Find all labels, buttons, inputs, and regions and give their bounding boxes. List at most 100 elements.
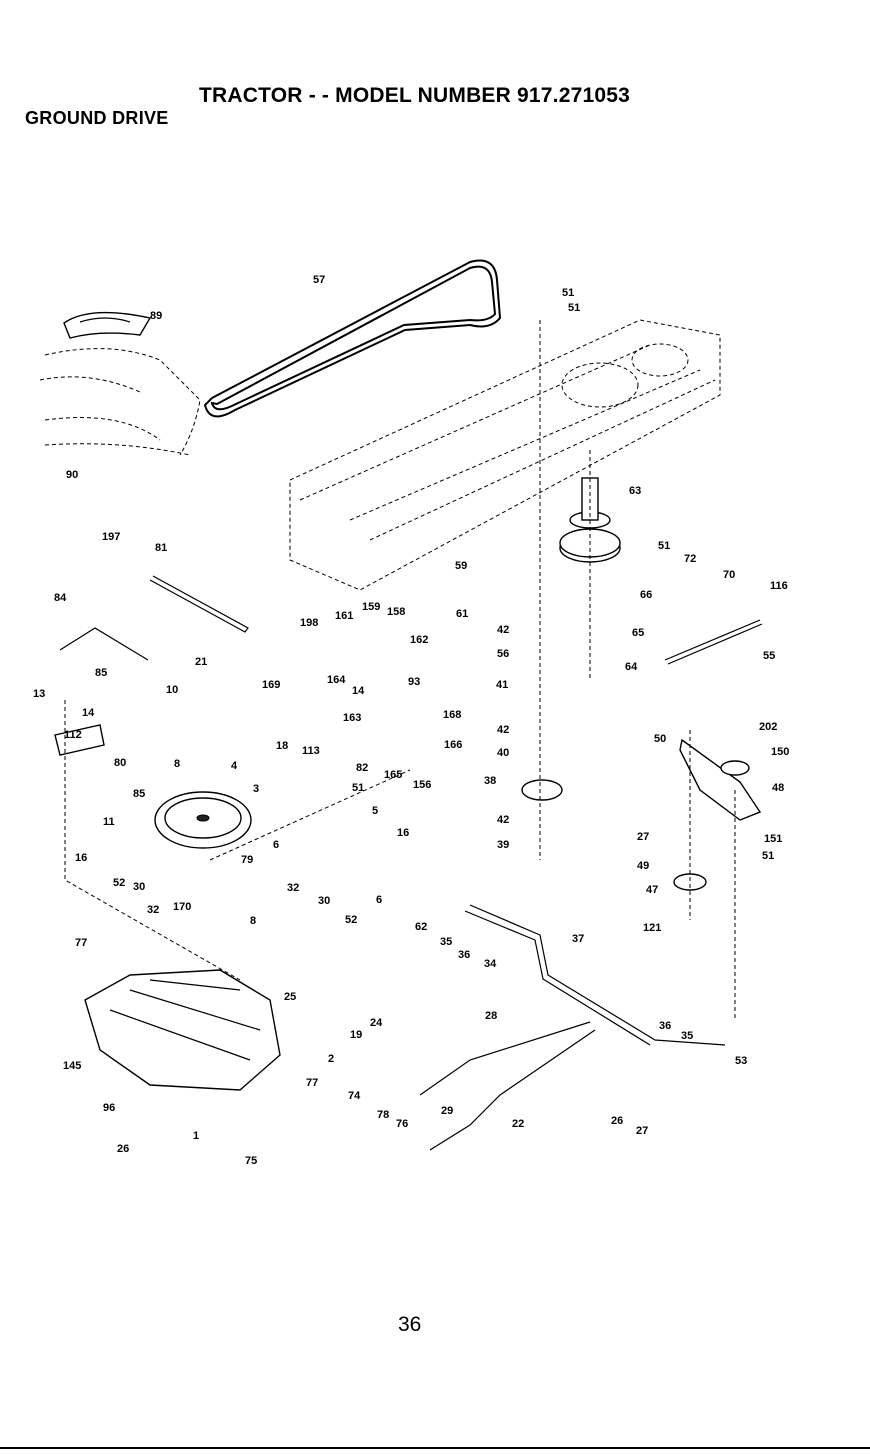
callout-165: 165 xyxy=(384,769,402,781)
callout-40: 40 xyxy=(497,747,509,759)
callout-89: 89 xyxy=(150,310,162,322)
callout-42: 42 xyxy=(497,724,509,736)
callout-36: 36 xyxy=(659,1020,671,1032)
callout-84: 84 xyxy=(54,592,67,604)
callout-32: 32 xyxy=(287,882,299,894)
callout-85: 85 xyxy=(133,788,145,800)
page-number: 36 xyxy=(398,1313,422,1336)
callout-80: 80 xyxy=(114,757,126,769)
callout-24: 24 xyxy=(370,1017,383,1029)
callout-168: 168 xyxy=(443,709,461,721)
callout-151: 151 xyxy=(764,833,782,845)
callout-25: 25 xyxy=(284,991,296,1003)
callout-159: 159 xyxy=(362,601,380,613)
callout-6: 6 xyxy=(273,839,279,851)
callout-96: 96 xyxy=(103,1102,115,1114)
callout-51: 51 xyxy=(352,782,364,794)
callout-81: 81 xyxy=(155,542,167,554)
callout-70: 70 xyxy=(723,569,735,581)
callout-76: 76 xyxy=(396,1118,408,1130)
shift-rod xyxy=(469,904,726,1046)
brake-rod xyxy=(149,575,249,633)
callout-30: 30 xyxy=(318,895,330,907)
callout-116: 116 xyxy=(770,580,788,592)
spring-55 xyxy=(664,619,763,665)
callout-5: 5 xyxy=(372,805,378,817)
callout-61: 61 xyxy=(456,608,468,620)
callout-6: 6 xyxy=(376,894,382,906)
callout-22: 22 xyxy=(512,1118,524,1130)
callout-2: 2 xyxy=(328,1053,334,1065)
callout-51: 51 xyxy=(762,850,774,862)
callout-37: 37 xyxy=(572,933,584,945)
callout-34: 34 xyxy=(484,958,497,970)
callout-16: 16 xyxy=(75,852,87,864)
callout-51: 51 xyxy=(568,302,580,314)
callout-32: 32 xyxy=(147,904,159,916)
rod-22 xyxy=(429,1029,596,1151)
callout-198: 198 xyxy=(300,617,318,629)
callout-38: 38 xyxy=(484,775,496,787)
callout-16: 16 xyxy=(397,827,409,839)
callout-3: 3 xyxy=(253,783,259,795)
callout-145: 145 xyxy=(63,1060,81,1072)
callout-35: 35 xyxy=(440,936,452,948)
callout-79: 79 xyxy=(241,854,253,866)
tractor-frame xyxy=(289,319,721,591)
rod-28 xyxy=(419,1021,591,1096)
callout-1: 1 xyxy=(193,1130,199,1142)
callout-113: 113 xyxy=(302,745,320,757)
callout-27: 27 xyxy=(636,1125,648,1137)
callout-169: 169 xyxy=(262,679,280,691)
callout-162: 162 xyxy=(410,634,428,646)
callout-77: 77 xyxy=(306,1077,318,1089)
callout-161: 161 xyxy=(335,610,353,622)
callout-164: 164 xyxy=(327,674,346,686)
callout-51: 51 xyxy=(562,287,574,299)
callout-11: 11 xyxy=(103,816,115,828)
bracket-80 xyxy=(54,724,105,756)
pedal-rod xyxy=(59,627,149,661)
callout-36: 36 xyxy=(458,949,470,961)
callout-121: 121 xyxy=(643,922,661,934)
callout-56: 56 xyxy=(497,648,509,660)
callout-150: 150 xyxy=(771,746,789,758)
callout-14: 14 xyxy=(352,685,365,697)
callout-93: 93 xyxy=(408,676,420,688)
fender-part xyxy=(63,311,152,339)
callout-26: 26 xyxy=(611,1115,623,1127)
callout-57: 57 xyxy=(313,274,325,286)
page-title: TRACTOR - - MODEL NUMBER 917.271053 xyxy=(199,84,630,107)
callout-21: 21 xyxy=(195,656,207,668)
callout-75: 75 xyxy=(245,1155,257,1167)
callout-28: 28 xyxy=(485,1010,497,1022)
section-title: GROUND DRIVE xyxy=(25,108,169,128)
callout-66: 66 xyxy=(640,589,652,601)
callout-39: 39 xyxy=(497,839,509,851)
callout-8: 8 xyxy=(174,758,180,770)
callout-59: 59 xyxy=(455,560,467,572)
callout-82: 82 xyxy=(356,762,368,774)
callout-13: 13 xyxy=(33,688,45,700)
callout-35: 35 xyxy=(681,1030,693,1042)
callout-65: 65 xyxy=(632,627,644,639)
callout-42: 42 xyxy=(497,814,509,826)
callout-49: 49 xyxy=(637,860,649,872)
callout-64: 64 xyxy=(625,661,638,673)
callout-26: 26 xyxy=(117,1143,129,1155)
callout-62: 62 xyxy=(415,921,427,933)
callout-42: 42 xyxy=(497,624,509,636)
callout-166: 166 xyxy=(444,739,462,751)
callout-197: 197 xyxy=(102,531,120,543)
callout-74: 74 xyxy=(348,1090,361,1102)
drive-belt xyxy=(203,259,502,418)
callout-4: 4 xyxy=(231,760,238,772)
callout-19: 19 xyxy=(350,1029,362,1041)
callout-170: 170 xyxy=(173,901,191,913)
callout-51: 51 xyxy=(658,540,670,552)
callout-63: 63 xyxy=(629,485,641,497)
callout-90: 90 xyxy=(66,469,78,481)
callout-202: 202 xyxy=(759,721,777,733)
